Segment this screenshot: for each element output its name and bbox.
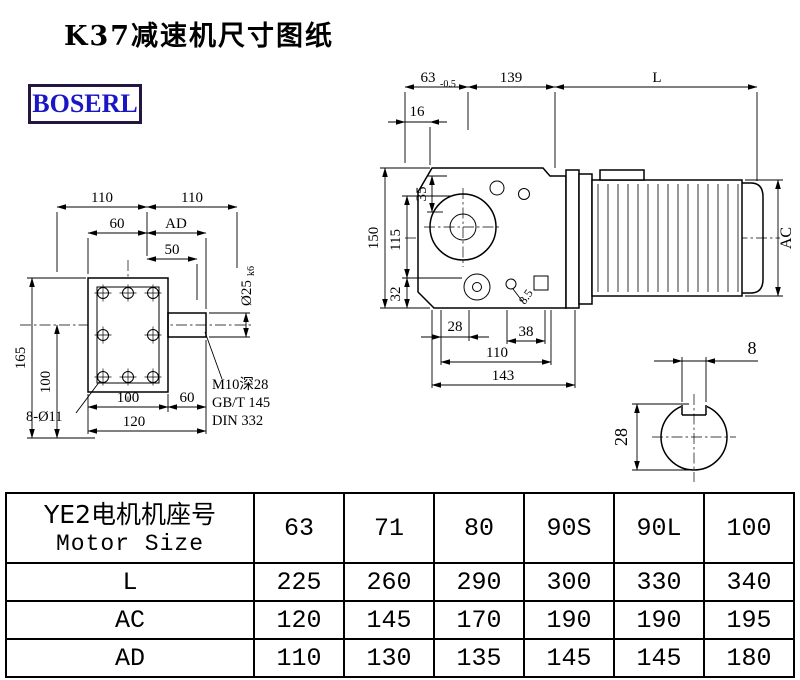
table-row-L: L 225 260 290 300 330 340 [5,562,795,602]
motor-size-table: YE2电机机座号 Motor Size 63 71 80 90S 90L 100… [5,492,795,678]
cell-L-80: 290 [433,562,525,602]
col-header-63: 63 [253,492,345,564]
drain-plug [533,275,549,291]
header-motor-size-cn: YE2电机机座号 [44,500,216,530]
cell-AD-90L: 145 [613,638,705,678]
cell-AD-63: 110 [253,638,345,678]
col-header-71: 71 [343,492,435,564]
row-label-AC: AC [5,600,255,640]
dim-110: 110 [486,345,508,361]
dim-35: 35 [414,187,430,202]
row-label-L: L [5,562,255,602]
dim-L: L [652,70,661,86]
front-view: 63 -0.5 139 L 16 150 115 32 [366,70,795,388]
dim-115: 115 [388,229,404,251]
dim-AC: AC [778,227,795,249]
motor-flange-1 [565,169,580,309]
dim-16: 16 [410,104,426,120]
motor-flange-2 [578,173,593,305]
col-header-80: 80 [433,492,525,564]
cell-AD-71: 130 [343,638,435,678]
dim-110-left: 110 [91,190,113,206]
table-row-AD: AD 110 130 135 145 145 180 [5,638,795,678]
dim-key-width: 8 [748,338,757,358]
page-title: K37减速机尺寸图纸 [64,21,335,52]
dim-50: 50 [165,242,180,258]
left-view: 110 110 60 AD 50 Ø25 k6 [13,190,270,439]
dim-139: 139 [500,70,523,86]
dim-143: 143 [492,368,515,384]
row-label-AD: AD [5,638,255,678]
cell-L-100: 340 [703,562,795,602]
shaft-section-dimensions: 8 28 [611,338,758,471]
cell-AD-100: 180 [703,638,795,678]
motor-end-cap [742,182,764,294]
motor-terminal-box [599,169,645,181]
dim-150: 150 [366,227,382,250]
cell-AC-80: 170 [433,600,525,640]
motor-fins [597,184,739,292]
dim-63: 63 [421,70,436,86]
cell-AD-80: 135 [433,638,525,678]
output-shaft-side [167,312,207,338]
note-din-standard: DIN 332 [212,413,263,429]
col-header-100: 100 [703,492,795,564]
motor-body [591,179,743,297]
dim-120: 120 [123,414,146,430]
plug-circle [463,273,491,301]
cell-AC-90L: 190 [613,600,705,640]
cell-AC-63: 120 [253,600,345,640]
dim-165: 165 [13,347,29,370]
dim-shaft-tolerance: k6 [246,266,257,276]
dim-60-top: 60 [110,216,125,232]
header-motor-size: YE2电机机座号 Motor Size [5,492,255,564]
bolt-hole-top-2 [518,188,530,200]
dimension-drawing: 110 110 60 AD 50 Ø25 k6 [13,70,795,482]
shaft-section-view: 8 28 [611,338,758,482]
dim-32: 32 [388,287,404,302]
cell-AC-100: 195 [703,600,795,640]
dim-38: 38 [519,324,534,340]
note-gb-standard: GB/T 145 [212,395,270,411]
cell-AC-90S: 190 [523,600,615,640]
col-header-90L: 90L [613,492,705,564]
dim-60-bottom: 60 [180,390,195,406]
cell-L-90L: 330 [613,562,705,602]
dim-110-right: 110 [181,190,203,206]
dim-63-tolerance: -0.5 [440,79,456,90]
dim-100-left: 100 [38,371,54,394]
brand-logo: BOSERL [28,84,142,124]
dim-AD: AD [165,216,187,232]
dim-28: 28 [448,319,463,335]
col-header-90S: 90S [523,492,615,564]
dim-shaft-diameter: Ø25 [239,280,255,306]
cell-AD-90S: 145 [523,638,615,678]
bolt-hole-top [489,180,505,196]
dim-shaft-height: 28 [611,428,631,446]
cell-L-71: 260 [343,562,435,602]
cell-L-90S: 300 [523,562,615,602]
cell-AC-71: 145 [343,600,435,640]
note-thread: M10深28 [212,376,268,393]
left-view-dimensions: 110 110 60 AD 50 Ø25 k6 [13,190,270,439]
holes-label: 8-Ø11 [26,409,63,425]
header-motor-size-en: Motor Size [55,530,205,557]
table-header-row: YE2电机机座号 Motor Size 63 71 80 90S 90L 100 [5,492,795,564]
dim-100-bottom: 100 [117,390,140,406]
cell-L-63: 225 [253,562,345,602]
keyway-slot [681,398,707,415]
table-row-AC: AC 120 145 170 190 190 195 [5,600,795,640]
